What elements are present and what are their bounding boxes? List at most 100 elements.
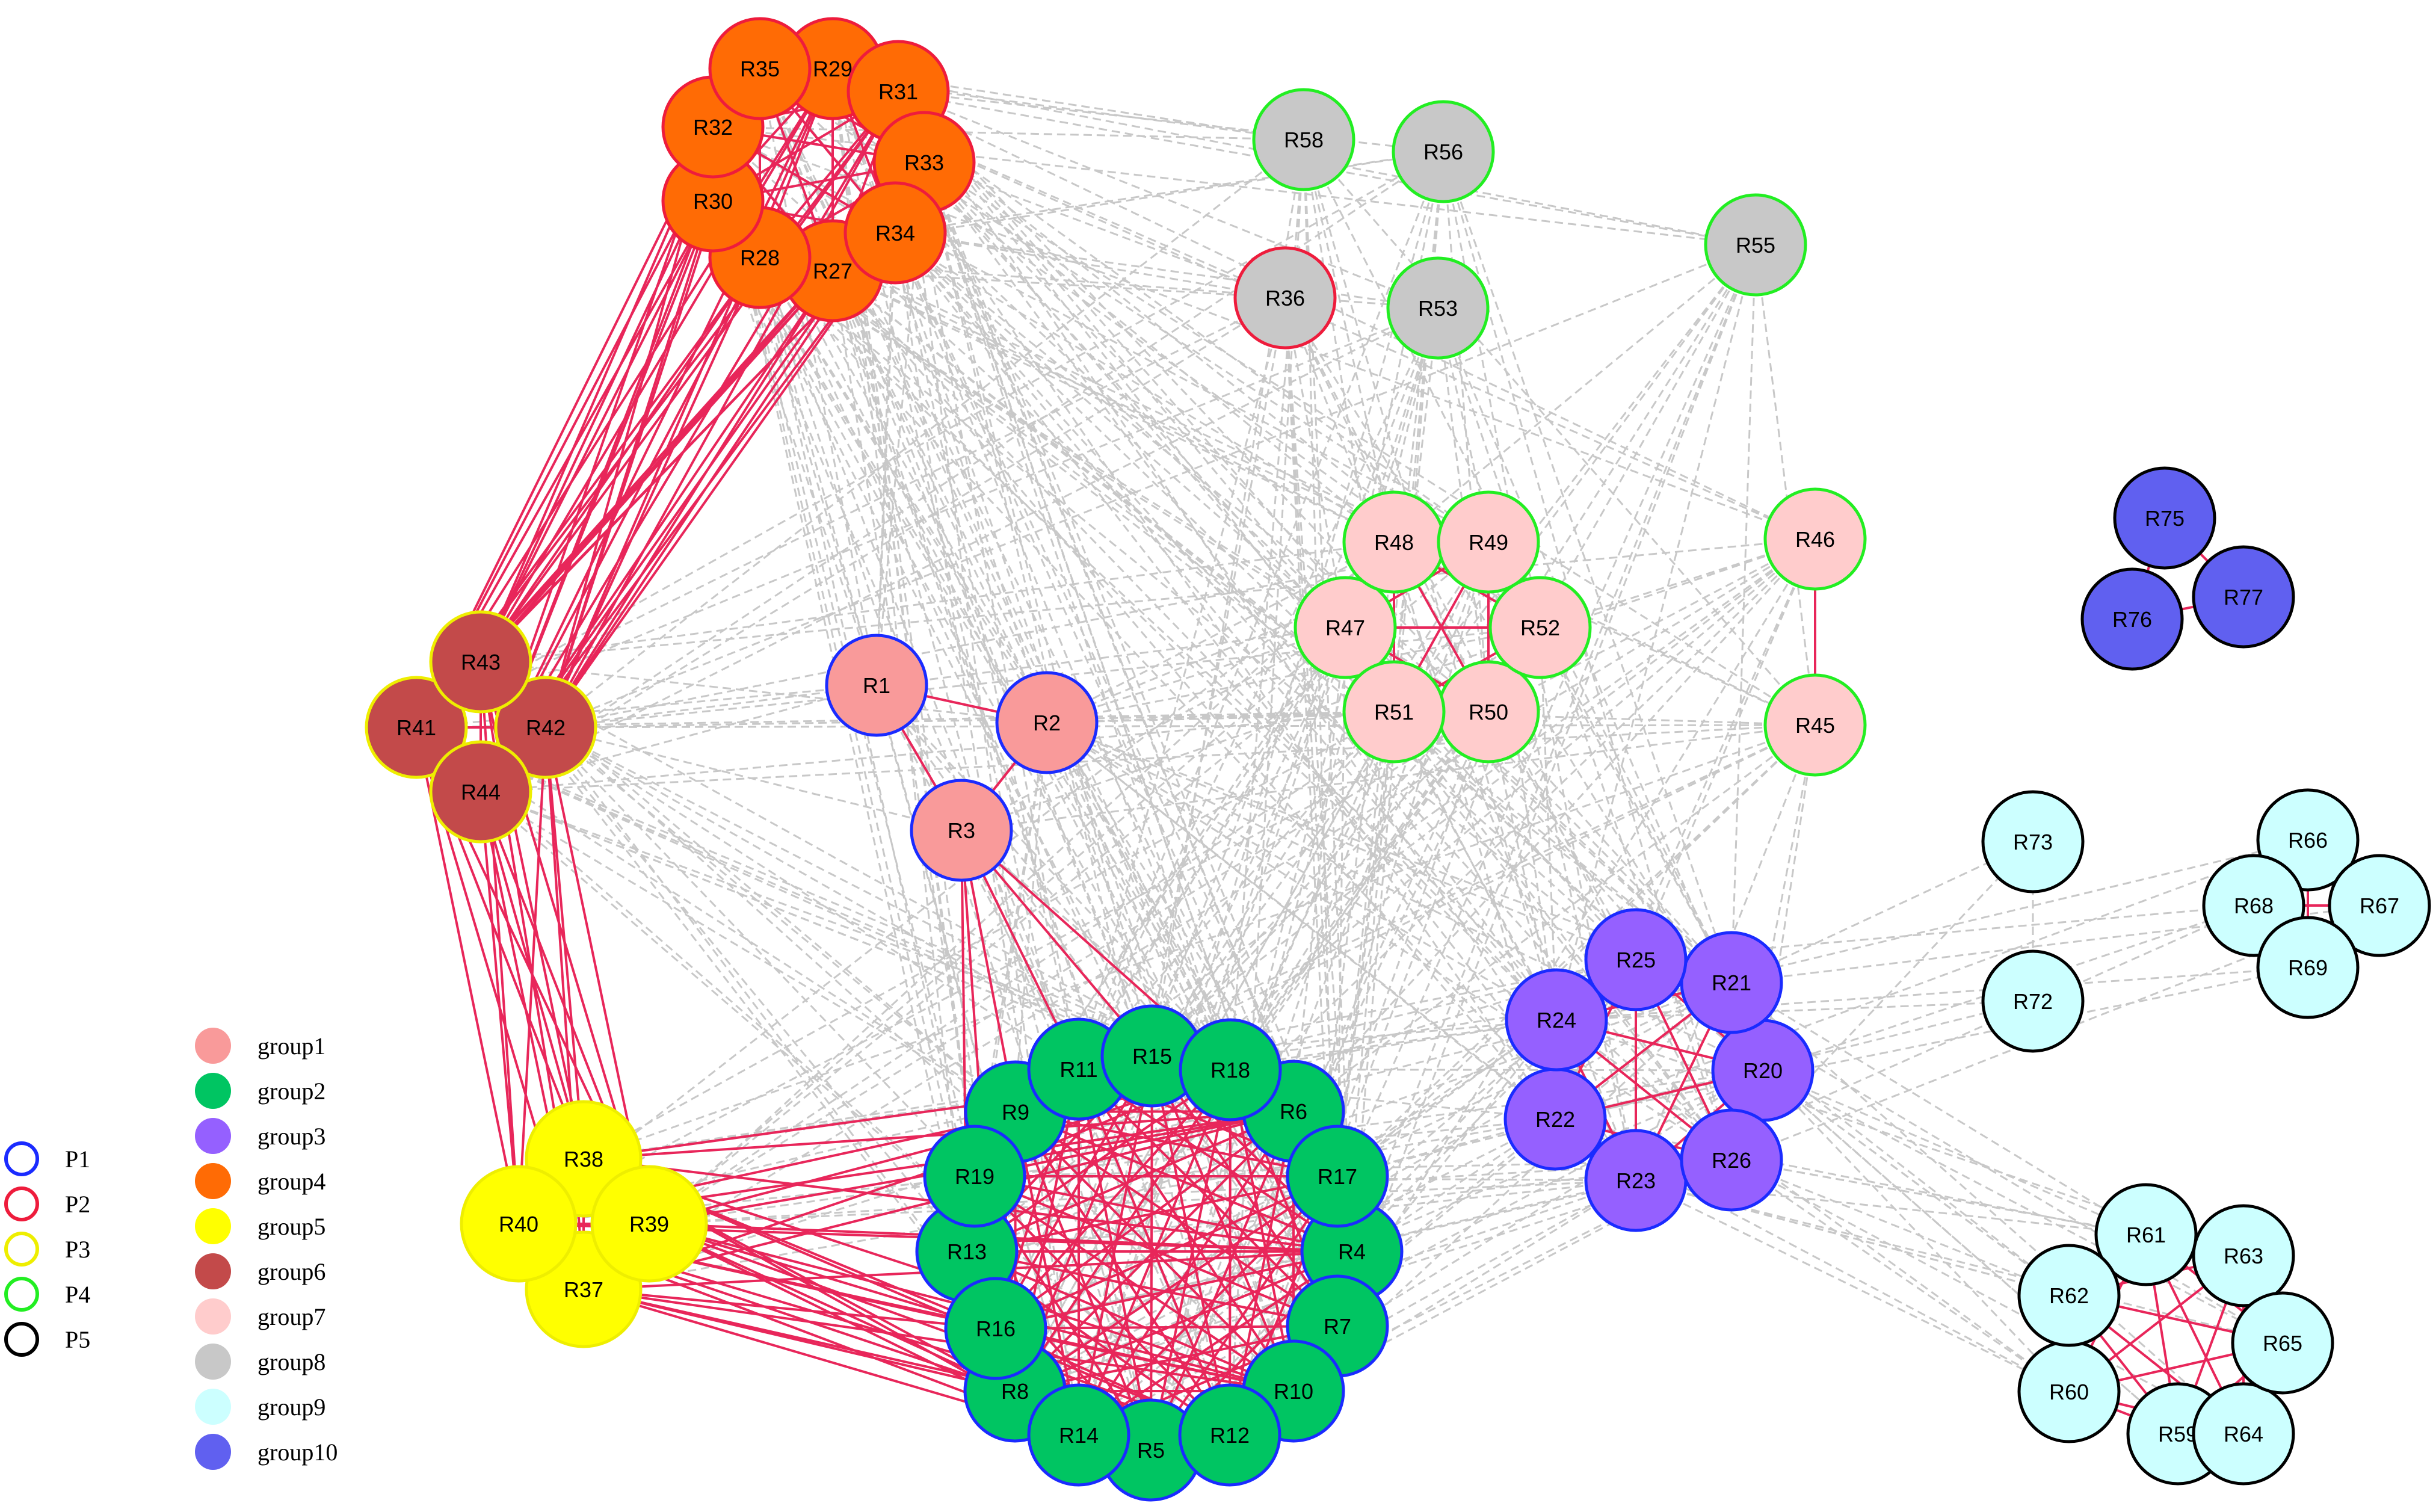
node-label: R65 <box>2263 1331 2302 1356</box>
edge-R9-R17 <box>1015 1111 1338 1177</box>
edge-R34-R53 <box>895 232 1438 309</box>
node-r67: R67 <box>2328 854 2431 957</box>
node-label: R53 <box>1418 296 1458 321</box>
node-circle <box>429 740 532 844</box>
node-label: R28 <box>740 245 780 270</box>
node-r45: R45 <box>1763 673 1867 777</box>
edge-R46-R10 <box>1292 538 1816 1392</box>
legend-group-label: group9 <box>257 1393 325 1421</box>
node-r16: R16 <box>944 1277 1047 1380</box>
node-label: R17 <box>1318 1164 1357 1189</box>
node-circle <box>1286 1125 1389 1228</box>
edge-R51-R2 <box>1046 711 1395 724</box>
legend-group1: group1 <box>195 1028 325 1064</box>
edge-R39-R8 <box>649 1223 1016 1392</box>
edge-R24-R66 <box>1556 839 2308 1021</box>
edge-R44-R40 <box>479 791 520 1224</box>
edge-R9-R12 <box>1014 1111 1231 1436</box>
edge-R33-R36 <box>924 161 1286 299</box>
node-label: R62 <box>2049 1283 2089 1308</box>
edge-R55-R42 <box>545 244 1756 729</box>
edge-R25-R68 <box>1635 904 2254 961</box>
node-r42: R42 <box>494 676 597 779</box>
node-r58: R58 <box>1252 88 1355 191</box>
edge-R16-R17 <box>995 1175 1338 1330</box>
node-r3: R3 <box>910 779 1013 882</box>
legend-period-p5: P5 <box>4 1322 90 1357</box>
edge-R48-R43 <box>480 541 1395 663</box>
edge-R31-R23 <box>897 91 1637 1181</box>
node-r15: R15 <box>1100 1004 1204 1108</box>
node-circle <box>843 181 947 285</box>
edge-R45-R20 <box>1762 724 1816 1071</box>
edge-R27-R15 <box>831 270 1153 1057</box>
edge-R4-R19 <box>974 1175 1352 1253</box>
node-label: R41 <box>396 715 436 740</box>
node-r41: R41 <box>365 676 468 779</box>
legend-group-label: group7 <box>257 1303 325 1330</box>
node-circle <box>1179 1018 1282 1122</box>
edge-R41-R12 <box>416 726 1230 1436</box>
edge-R47-R42 <box>545 626 1346 729</box>
node-r60: R60 <box>2017 1340 2121 1443</box>
node-circle <box>1488 576 1592 679</box>
node-label: R19 <box>955 1164 994 1189</box>
legend-period-label: P2 <box>65 1191 90 1218</box>
edge-R55-R50 <box>1487 244 1757 712</box>
node-label: R52 <box>1520 616 1560 640</box>
edge-R15-R16 <box>994 1055 1153 1329</box>
edge-R29-R22 <box>831 68 1556 1120</box>
edge-R39-R20 <box>649 1069 1763 1225</box>
edge-R29-R43 <box>479 67 834 663</box>
node-label: R46 <box>1795 527 1835 552</box>
node-label: R6 <box>1280 1099 1307 1124</box>
edge-R3-R42 <box>545 726 962 832</box>
node-r56: R56 <box>1392 100 1495 203</box>
edge-R24-R2 <box>1046 721 1557 1021</box>
node-label: R10 <box>1274 1379 1313 1404</box>
edge-R58-R48 <box>1303 139 1395 543</box>
edge-R10-R13 <box>966 1250 1294 1392</box>
legend-group6: group6 <box>195 1253 325 1289</box>
edge-R46-R6 <box>1292 538 1816 1112</box>
edge-R45-R44 <box>480 724 1816 793</box>
edge-R47-R9 <box>1014 627 1346 1112</box>
node-r36: R36 <box>1233 246 1337 350</box>
legend-group9: group9 <box>195 1389 325 1425</box>
edge-R31-R53 <box>898 90 1438 309</box>
edge-R47-R39 <box>649 626 1346 1225</box>
edge-R49-R18 <box>1229 542 1490 1070</box>
edge-R53-R41 <box>416 307 1438 729</box>
edge-R33-R45 <box>924 161 1816 726</box>
edge-R51-R38 <box>583 711 1395 1160</box>
node-label: R8 <box>1001 1379 1029 1404</box>
node-label: R72 <box>2013 989 2053 1014</box>
legend-period-p4: P4 <box>4 1277 90 1312</box>
node-label: R43 <box>461 650 501 674</box>
edge-R46-R9 <box>1015 538 1816 1113</box>
edge-R26-R60 <box>1731 1159 2070 1393</box>
node-r17: R17 <box>1286 1125 1389 1228</box>
legend-group-label: group5 <box>257 1213 325 1240</box>
node-label: R48 <box>1374 530 1414 555</box>
edge-R34-R23 <box>894 232 1637 1181</box>
edge-R23-R62 <box>1635 1179 2070 1297</box>
node-label: R7 <box>1324 1314 1351 1339</box>
node-label: R56 <box>1423 140 1463 164</box>
edge-R33-R21 <box>923 161 1733 984</box>
edge-R47-R17 <box>1336 627 1346 1177</box>
node-r35: R35 <box>708 17 812 120</box>
node-label: R14 <box>1059 1423 1099 1448</box>
edge-R45-R38 <box>583 724 1816 1160</box>
edge-R10-R18 <box>1229 1069 1295 1392</box>
legend-group5: group5 <box>195 1208 325 1244</box>
node-circle <box>365 676 468 779</box>
legend-period-label: P1 <box>65 1146 90 1173</box>
node-circle <box>2231 1291 2334 1395</box>
legend-ring-marker <box>4 1232 39 1267</box>
edge-R21-R64 <box>1731 981 2244 1435</box>
node-r47: R47 <box>1294 576 1397 679</box>
node-circle <box>923 1125 1026 1228</box>
edge-R45-R11 <box>1078 724 1816 1070</box>
